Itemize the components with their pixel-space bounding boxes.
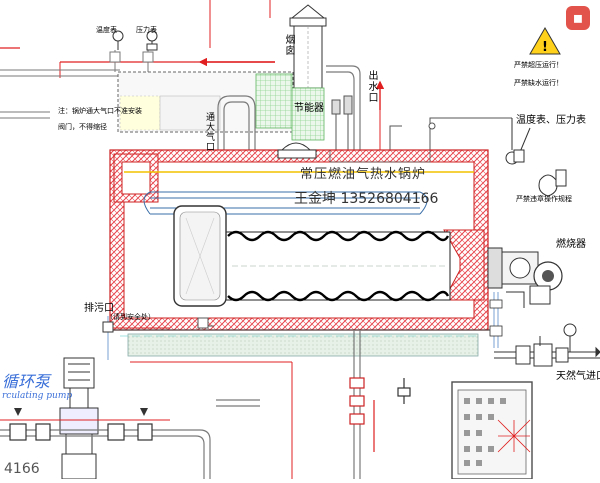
gas-train	[494, 323, 600, 367]
note-line-2: 阀门，不得缩径	[58, 123, 107, 131]
contact-text: 王金坤 13526804166	[294, 191, 439, 207]
control-panel	[451, 381, 533, 480]
pump-label-en: rculating pump	[2, 391, 73, 401]
drain-label: 排污口	[84, 303, 114, 314]
flow-lines-top	[0, 0, 275, 78]
burner-label: 燃烧器	[556, 239, 586, 250]
bottom-center-pipe	[349, 330, 411, 479]
top-gauge-left-label: 温度表	[96, 26, 117, 34]
vent-pipe	[217, 95, 256, 150]
gauges-label: 温度表、压力表	[516, 115, 586, 126]
app-badge-icon[interactable]: ◼	[566, 6, 590, 30]
top-gauge-right-label: 压力表	[136, 26, 157, 34]
water-header	[329, 150, 431, 163]
water-outlet-label: 出水口	[366, 70, 377, 103]
note-line-1: 注：锅炉通大气口不准安装	[58, 107, 142, 115]
drain-pipe	[102, 316, 214, 360]
manhole-cover	[277, 142, 317, 159]
economizer-label: 节能器	[294, 103, 324, 114]
top-left-gauges	[112, 30, 158, 51]
bottom-number: 4166	[4, 461, 40, 477]
svg-text:!: !	[542, 40, 548, 55]
main-title: 常压燃油气热水锅炉	[300, 167, 427, 182]
water-outlet-pipe	[326, 65, 385, 152]
warning-triangle-icon: !	[529, 26, 561, 55]
economizer	[117, 71, 294, 133]
drain-note: （请到安全处）	[106, 313, 155, 321]
vent-port-label: 通大气口	[204, 112, 214, 152]
left-piping	[0, 50, 154, 119]
top-valves	[331, 95, 512, 150]
rear-chamber	[173, 205, 227, 307]
chimney-label: 烟囱	[283, 34, 294, 56]
warning-overpressure: 严禁超压运行！	[514, 61, 563, 69]
circulating-pump	[59, 357, 99, 480]
right-vertical-pipe	[489, 292, 503, 348]
gas-inlet-label: 天然气进口	[556, 371, 600, 382]
warning-lowwater: 严禁缺水运行！	[514, 79, 563, 87]
foundation	[112, 329, 490, 357]
bottom-piping	[0, 361, 293, 479]
burner	[487, 247, 563, 308]
chimney	[289, 4, 327, 141]
right-instruments	[505, 118, 567, 197]
pump-label-cn: 循环泵	[2, 372, 51, 391]
operate-rule-label: 严禁违章操作规程	[516, 195, 572, 203]
furnace-corrugated	[225, 230, 451, 302]
